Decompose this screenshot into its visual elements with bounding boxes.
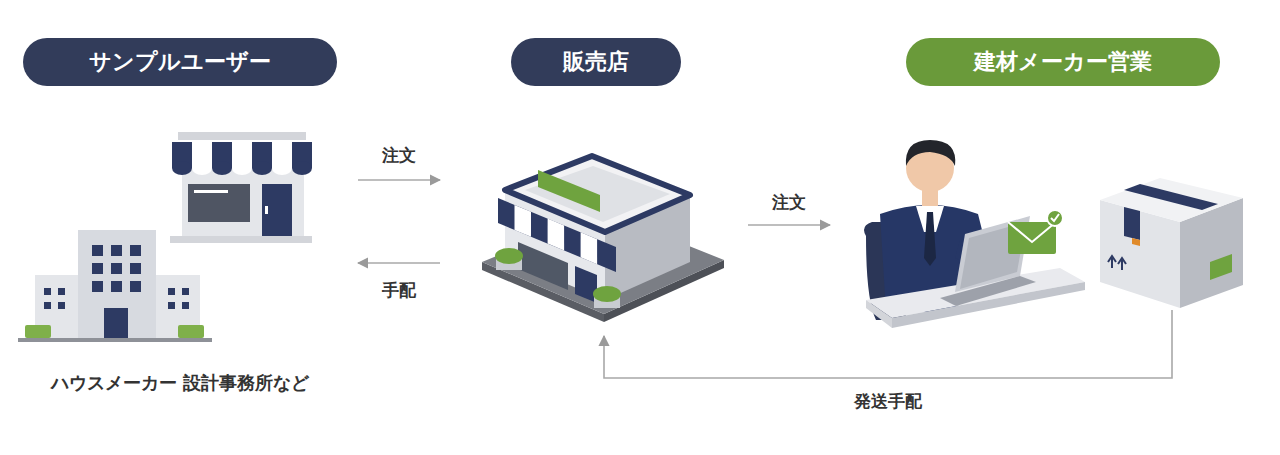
retail-store-icon-part — [495, 248, 523, 264]
shipping-box-icon-part — [1100, 178, 1243, 222]
office-building-icon-part — [18, 338, 212, 342]
salesperson-illustration-part — [1008, 222, 1056, 254]
small-shop-icon-part — [232, 161, 252, 175]
flow-arrow — [748, 224, 830, 226]
office-building-icon-part — [182, 288, 189, 295]
salesperson-illustration-part — [1008, 222, 1056, 242]
office-building-icon-part — [104, 308, 128, 338]
salesperson-illustration — [864, 140, 1085, 328]
small-shop-icon-part — [182, 168, 304, 236]
small-shop-icon-part — [292, 161, 312, 175]
small-shop-icon-part — [212, 161, 232, 175]
retail-store-icon — [482, 156, 724, 322]
shipping-box-icon-part — [1124, 207, 1140, 240]
small-shop-icon-part — [188, 184, 250, 222]
small-shop-icon-part — [194, 190, 228, 193]
office-building-icon-part — [92, 245, 103, 256]
salesperson-illustration-part — [1047, 210, 1063, 226]
small-shop-icon-part — [252, 161, 272, 175]
shipping-box-icon — [1100, 178, 1243, 308]
shipping-box-icon-part — [1108, 256, 1126, 270]
small-shop-icon-part — [170, 236, 312, 243]
salesperson-illustration-part — [866, 300, 892, 328]
retail-store-icon-part — [581, 232, 598, 264]
heading-pill: サンプルユーザー — [23, 38, 337, 86]
retail-store-icon-part — [548, 219, 565, 251]
office-building-icon-part — [44, 302, 51, 309]
office-building-icon-part — [130, 281, 141, 292]
office-building-icon-part — [111, 281, 122, 292]
salesperson-illustration-part — [906, 140, 955, 166]
shipping-box-icon-part — [1210, 254, 1232, 280]
salesperson-illustration-part — [924, 212, 936, 266]
office-building-icon-part — [92, 281, 103, 292]
retail-store-icon-part — [538, 170, 600, 212]
salesperson-illustration-part — [940, 276, 1036, 306]
office-building-icon-part — [130, 263, 141, 274]
office-building-icon-part — [168, 302, 175, 309]
heading-pill: 建材メーカー営業 — [906, 38, 1220, 86]
office-building-icon-part — [168, 288, 175, 295]
arrow-label: 注文 — [769, 191, 809, 213]
flow-arrow — [604, 310, 1172, 378]
arrow-label: 注文 — [379, 144, 419, 166]
office-building-icon — [18, 230, 212, 342]
arrow-label: 発送手配 — [851, 390, 925, 412]
office-building-icon-part — [130, 245, 141, 256]
retail-store-icon-part — [575, 266, 597, 303]
office-building-icon-part — [182, 302, 189, 309]
small-shop-icon-part — [265, 206, 268, 214]
retail-store-icon-part — [518, 242, 568, 290]
arrow-label: 手配 — [379, 279, 419, 301]
small-shop-icon — [170, 132, 312, 243]
office-building-icon-part — [58, 288, 65, 295]
retail-store-icon-part — [515, 205, 532, 237]
office-building-icon-part — [111, 263, 122, 274]
office-building-icon-part — [92, 263, 103, 274]
flow-arrow — [358, 262, 440, 264]
flow-arrow — [358, 179, 440, 181]
office-building-icon-part — [178, 325, 204, 338]
actor-group: 建材メーカー営業 — [830, 36, 1250, 310]
small-shop-icon-part — [178, 132, 306, 140]
office-building-icon-part — [58, 302, 65, 309]
office-building-icon-part — [111, 245, 122, 256]
salesperson-illustration-part — [1051, 214, 1059, 221]
shipping-box-icon-part — [1132, 238, 1140, 246]
actor-group: サンプルユーザーハウスメーカー 設計事務所など — [20, 36, 358, 426]
small-shop-icon-part — [262, 184, 292, 236]
retail-store-icon-part — [525, 166, 670, 222]
heading-pill: 販売店 — [511, 38, 681, 86]
small-shop-icon-part — [192, 161, 212, 175]
office-building-icon-part — [25, 325, 51, 338]
small-shop-icon-part — [172, 161, 192, 175]
retail-store-icon-part — [593, 286, 621, 302]
group-description: ハウスメーカー 設計事務所など — [35, 370, 325, 396]
small-shop-icon-part — [272, 161, 292, 175]
office-building-icon-part — [78, 230, 156, 338]
office-building-icon-part — [44, 288, 51, 295]
shipping-box-icon-part — [1124, 184, 1218, 210]
actor-group: 販売店 — [440, 36, 748, 336]
